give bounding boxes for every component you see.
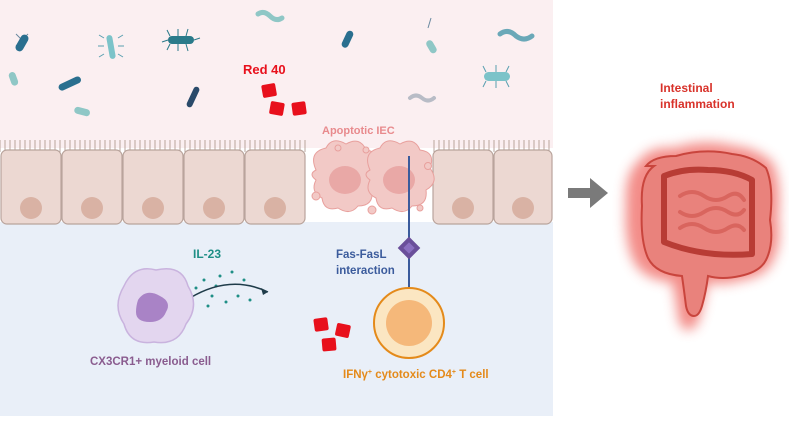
red40-label: Red 40 <box>243 62 286 77</box>
process-arrow-icon <box>568 178 608 208</box>
red40-dye-icon <box>313 317 351 352</box>
myeloid-cell-icon <box>117 268 195 344</box>
t-cell-icon <box>373 287 445 359</box>
lamina-propria-background <box>0 222 553 416</box>
fas-fasl-label-line2: interaction <box>336 265 395 277</box>
intestinal-inflammation-label-line2: inflammation <box>660 97 735 111</box>
intestine-icon <box>625 142 780 330</box>
cytokine-arrow-icon <box>189 270 269 308</box>
il23-label: IL-23 <box>193 247 221 261</box>
intestinal-inflammation-label-line1: Intestinal <box>660 81 713 95</box>
myeloid-cell-label: CX3CR1+ myeloid cell <box>90 356 211 368</box>
red40-dye-icon <box>261 83 307 116</box>
t-cell-label: IFNγ+ cytotoxic CD4+ T cell <box>343 369 489 381</box>
apoptotic-iec-label: Apoptotic IEC <box>322 125 395 137</box>
epithelium <box>0 140 553 225</box>
lumen-background <box>0 0 553 148</box>
fas-fasl-label-line1: Fas-FasL <box>336 249 387 261</box>
apoptotic-cell-icon <box>311 140 435 215</box>
bacteria-icon <box>8 9 535 117</box>
